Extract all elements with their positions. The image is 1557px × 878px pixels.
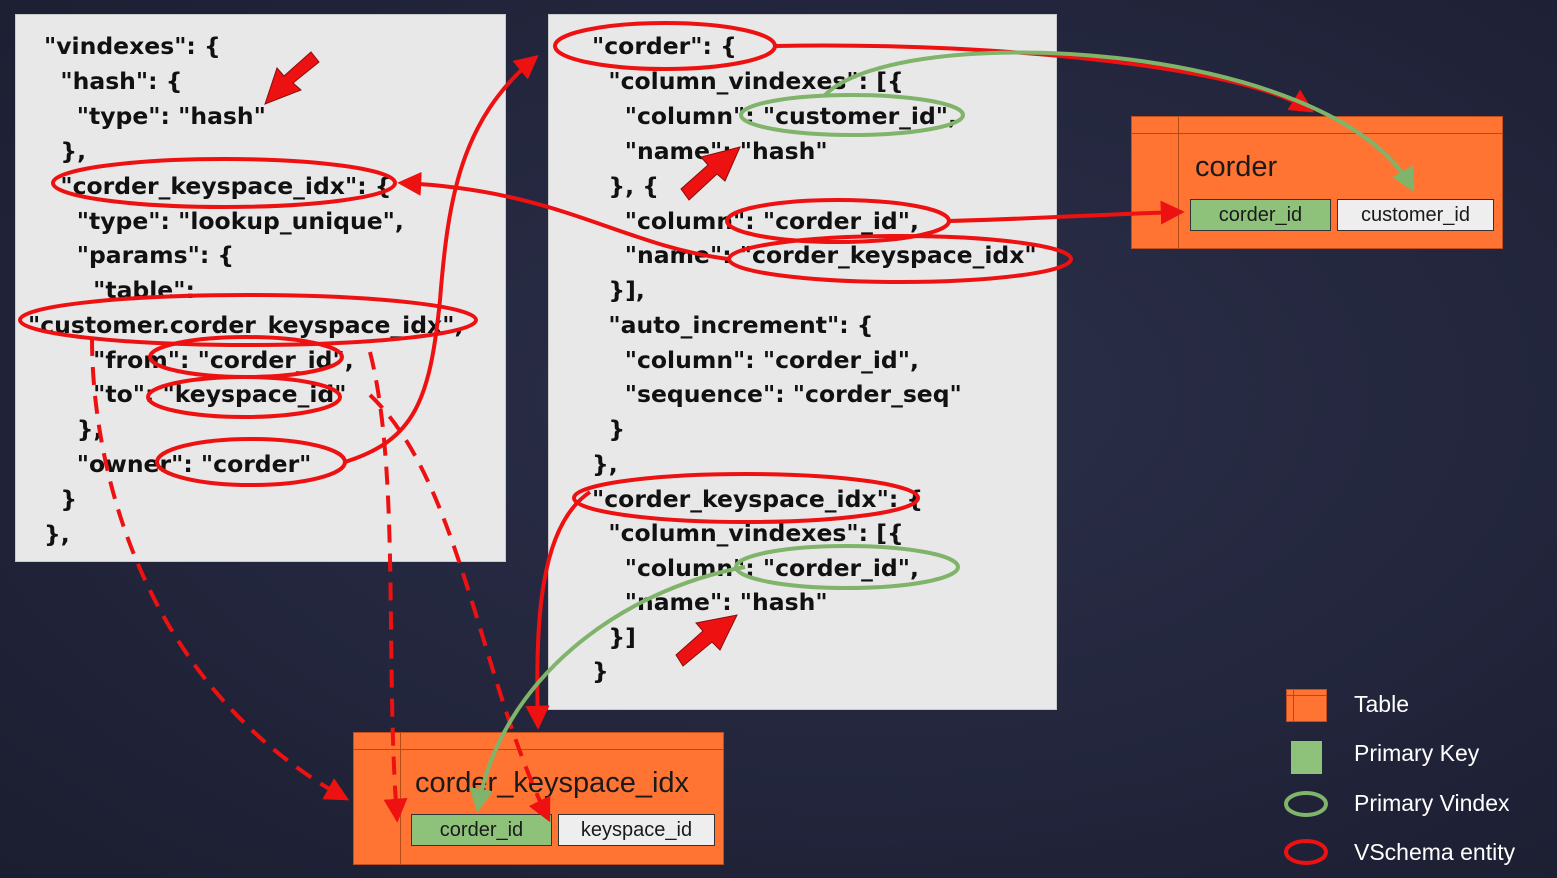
corder-table: corder corder_id customer_id: [1131, 116, 1503, 249]
lookup-table-name: corder_keyspace_idx: [415, 767, 690, 799]
legend-table-label: Table: [1354, 691, 1409, 717]
corder-id-to-pk-arrow: [948, 200, 1185, 225]
code-line: }],: [592, 276, 645, 304]
vschema-entity-ellipse: [572, 472, 920, 524]
corder-table-name: corder: [1195, 151, 1278, 183]
to-dashed-arrow: [368, 393, 551, 823]
lookup-entity-to-table-arrow: [525, 490, 592, 730]
code-line: "column": "customer_id",: [592, 102, 957, 130]
code-line: "params": {: [44, 241, 235, 269]
vschema-entity-ellipse: [146, 375, 342, 419]
code-line: "sequence": "corder_seq": [592, 380, 962, 408]
table-param-dashed-arrow: [90, 337, 350, 801]
hash-pointer-arrow: [264, 51, 320, 105]
primary-vindex-ellipse: [739, 93, 965, 137]
code-line: "customer.corder_keyspace_idx",: [28, 311, 464, 339]
lookup-pk-cell: corder_id: [411, 814, 552, 846]
code-line: }: [592, 657, 609, 685]
legend-table-icon: [1286, 689, 1327, 722]
vschema-entity-ellipse: [51, 157, 397, 209]
code-line: },: [44, 137, 87, 165]
legend-vschema-entity-label: VSchema entity: [1354, 839, 1516, 865]
code-line: "hash": {: [44, 67, 183, 95]
vindex-name-to-lookup-arrow: [397, 171, 729, 261]
code-line: "vindexes": {: [44, 32, 221, 60]
hash-pointer-arrow: [675, 614, 738, 667]
lookup-column-cell: keyspace_id: [558, 814, 715, 846]
from-dashed-arrow: [368, 351, 408, 823]
code-line: "corder_keyspace_idx": {: [44, 172, 392, 200]
code-line: "corder": {: [592, 32, 737, 60]
primary-vindex-ellipse: [734, 544, 960, 590]
vschema-entity-ellipse: [553, 21, 777, 71]
vschema-entity-ellipse: [18, 293, 478, 347]
code-line: "name": "corder_keyspace_idx": [592, 241, 1037, 269]
corder-column-cell: customer_id: [1337, 199, 1494, 231]
code-line: }: [592, 415, 626, 443]
legend-primary-vindex-label: Primary Vindex: [1354, 790, 1510, 816]
code-line: "column_vindexes": [{: [592, 67, 904, 95]
code-line: "column": "corder_id",: [592, 207, 919, 235]
corder-pk-cell: corder_id: [1190, 199, 1331, 231]
code-line: }]: [592, 623, 636, 651]
code-line: "auto_increment": {: [592, 311, 874, 339]
code-line: "type": "lookup_unique",: [44, 207, 404, 235]
owner-to-corder-arrow: [344, 54, 539, 464]
code-line: },: [592, 450, 618, 478]
legend-primary-key-label: Primary Key: [1354, 740, 1480, 766]
code-line: "name": "hash": [592, 588, 828, 616]
vschema-entity-ellipse: [727, 234, 1073, 284]
code-line: }, {: [592, 172, 659, 200]
legend-primary-vindex-icon: [1284, 791, 1328, 817]
vschema-entity-ellipse: [155, 437, 347, 487]
code-line: }: [44, 485, 78, 513]
code-line: },: [44, 520, 70, 548]
customer-id-vindex-arrow: [823, 50, 1415, 193]
hash-pointer-arrow: [680, 146, 741, 201]
table-header-line: [1132, 133, 1502, 134]
table-side-line: [1178, 117, 1179, 248]
code-line: "column": "corder_id",: [592, 554, 919, 582]
table-header-line: [354, 749, 723, 750]
code-line: "column": "corder_id",: [592, 346, 919, 374]
legend-primary-key-icon: [1291, 741, 1322, 774]
legend-vschema-entity-icon: [1284, 839, 1328, 865]
lookup-corder-id-vindex-arrow: [469, 565, 746, 813]
right-code-panel: [548, 14, 1057, 710]
code-line: "type": "hash": [44, 102, 266, 130]
